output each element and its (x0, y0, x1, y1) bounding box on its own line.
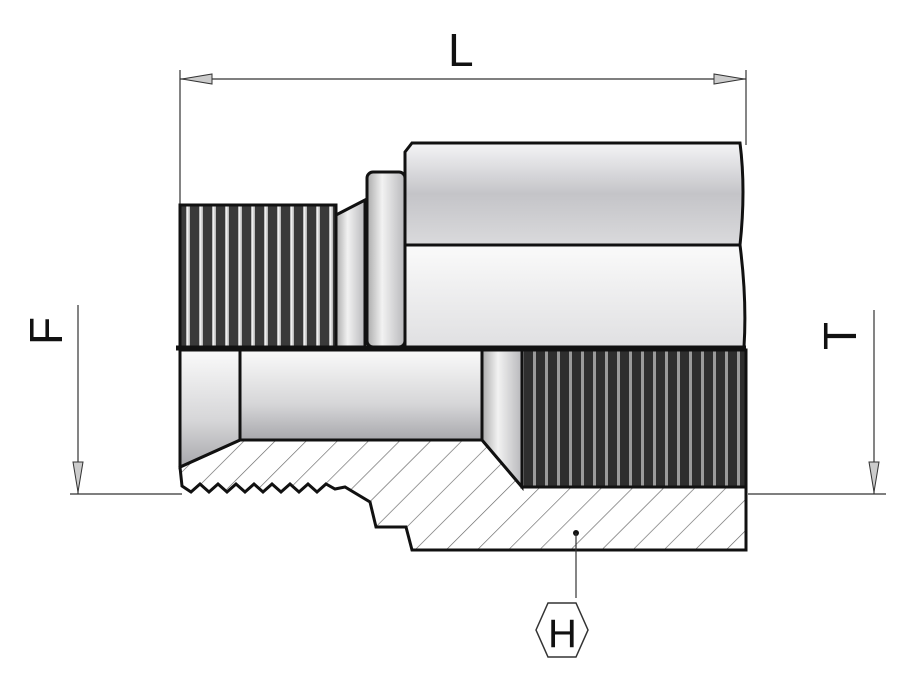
hatched-section (178, 438, 748, 552)
hex-face-bottom (403, 243, 747, 349)
label-L: L (448, 24, 474, 76)
dimension-T: T (748, 310, 886, 495)
callout-H: H (535, 530, 589, 658)
label-H: H (548, 612, 577, 656)
label-F: F (20, 317, 72, 345)
hex-face-top (403, 141, 745, 247)
dimension-L: L (179, 24, 747, 205)
hex-symbol (535, 602, 589, 658)
fitting-exterior (178, 141, 747, 349)
dimension-F: F (20, 305, 182, 495)
male-thread (178, 203, 338, 349)
female-thread (520, 348, 748, 489)
bore (238, 348, 484, 442)
fitting-section (176, 345, 748, 552)
cone (334, 197, 367, 349)
collar (365, 170, 407, 349)
label-T: T (814, 322, 866, 350)
